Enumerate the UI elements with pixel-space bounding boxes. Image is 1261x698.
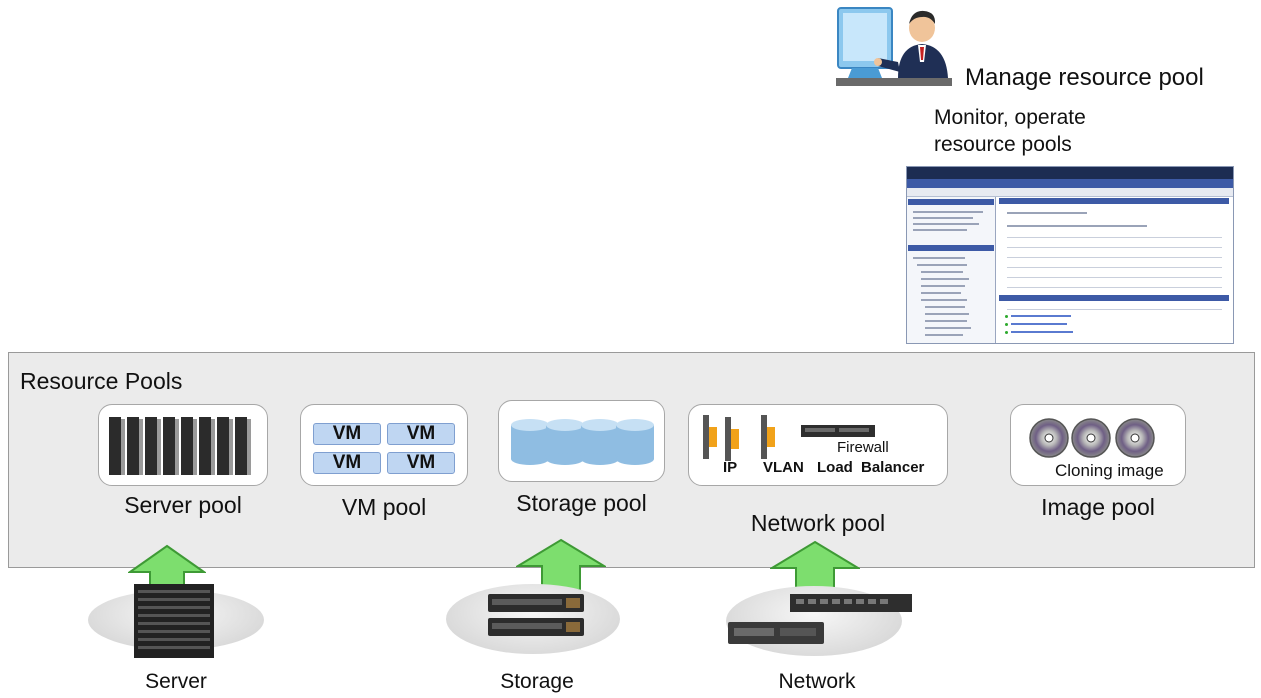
server-pool-label: Server pool — [124, 492, 242, 518]
storage-pool-box — [498, 400, 665, 482]
vm-pool-box: VM VM VM VM — [300, 404, 468, 486]
vm-tile: VM — [387, 423, 455, 445]
server-label: Server — [145, 670, 207, 693]
image-pool-label: Image pool — [1041, 494, 1155, 520]
vm-pool-label: VM pool — [341, 494, 427, 520]
network-balancer-label: Balancer — [861, 459, 925, 476]
resource-pools-title: Resource Pools — [20, 368, 183, 394]
admin-subtitle-line1: Monitor, operate — [934, 106, 1086, 129]
network-vlan-label: VLAN — [763, 459, 804, 476]
vm-tile: VM — [313, 452, 381, 474]
network-devices-icon — [703, 415, 875, 461]
network-pool-label: Network pool — [750, 510, 886, 536]
admin-subtitle: Monitor, operate resource pools — [934, 104, 1086, 158]
storage-label: Storage — [500, 670, 574, 693]
network-load-label: Load — [817, 459, 853, 476]
server-rack-icon — [134, 584, 214, 658]
network-firewall-label: Firewall — [837, 439, 889, 456]
network-pool-box: IP VLAN Firewall Load Balancer — [688, 404, 948, 486]
storage-array-icon — [488, 594, 584, 636]
server-pool-box — [98, 404, 268, 486]
network-switch-icon — [728, 594, 912, 644]
vm-tile: VM — [313, 423, 381, 445]
cloning-image-label: Cloning image — [1055, 461, 1164, 480]
admin-subtitle-line2: resource pools — [934, 133, 1072, 156]
network-ip-label: IP — [723, 459, 738, 476]
network-label: Network — [778, 670, 856, 693]
storage-pool-label: Storage pool — [516, 490, 647, 516]
admin-title: Manage resource pool — [965, 64, 1204, 91]
cloning-image-discs-icon — [1029, 418, 1155, 458]
administrator-icon — [836, 7, 952, 86]
management-console-screenshot — [906, 166, 1234, 344]
server-blades-icon — [109, 417, 251, 475]
vm-tile: VM — [387, 452, 455, 474]
image-pool-box: Cloning image — [1010, 404, 1186, 486]
storage-cylinders-icon — [511, 419, 654, 465]
